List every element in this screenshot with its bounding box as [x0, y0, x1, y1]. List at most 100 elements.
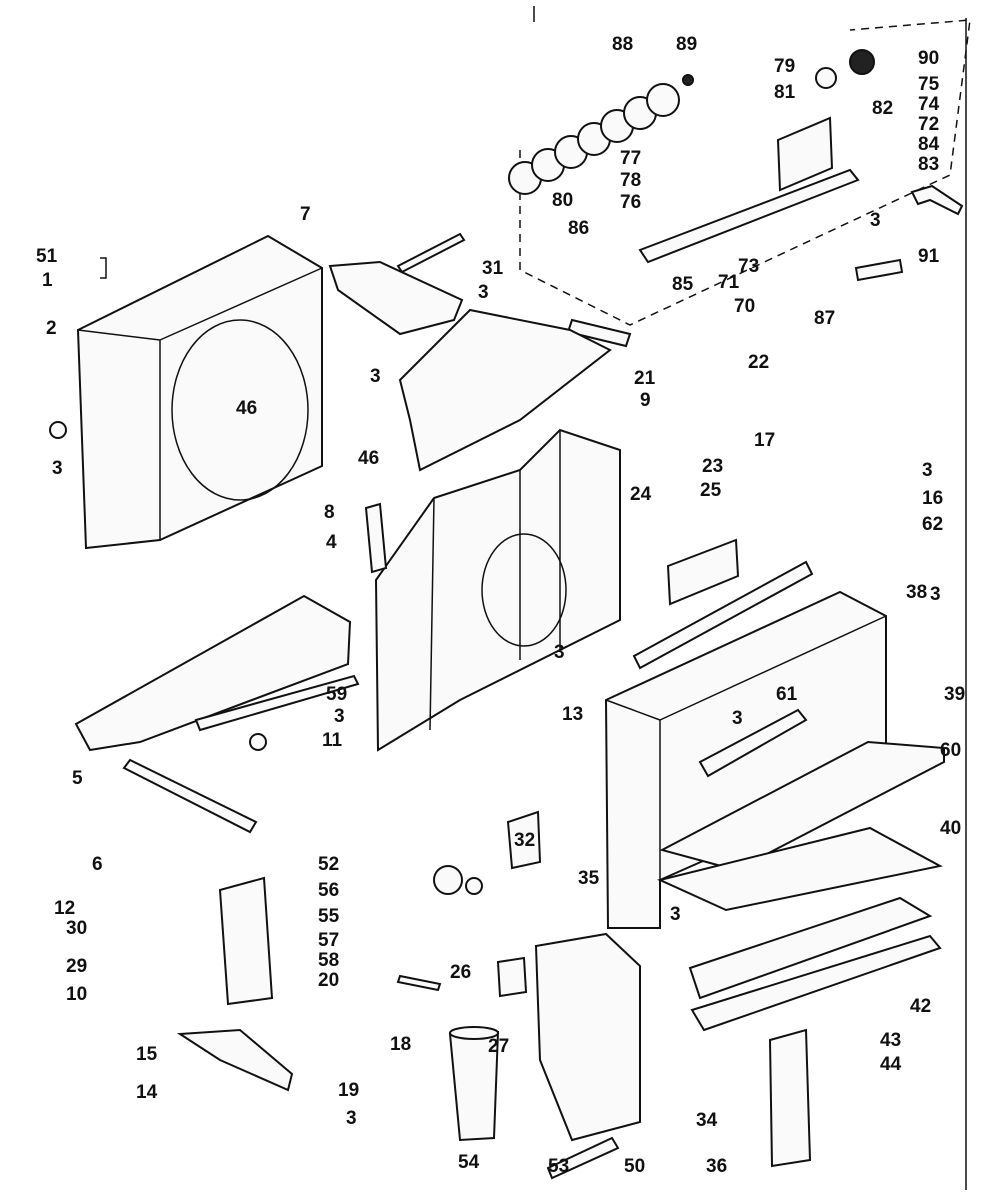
part-38-housing-group — [604, 538, 945, 1032]
part-number-label: 52 — [318, 854, 339, 875]
part-4-base-group — [74, 594, 542, 870]
part-number-label: 90 — [918, 48, 939, 69]
part-number-label: 2 — [46, 318, 57, 339]
part-number-label: 14 — [136, 1082, 158, 1103]
part-75-gear — [815, 67, 837, 89]
part-number-label: 9 — [640, 390, 651, 411]
part-54-strip — [546, 1136, 620, 1180]
part-40-panel — [656, 826, 943, 912]
part-number-label: 46 — [236, 398, 257, 419]
part-70-rail — [638, 168, 860, 264]
part-number-label: 62 — [922, 514, 943, 535]
part-number-label: 27 — [488, 1036, 509, 1057]
part-number-label: 85 — [672, 274, 694, 295]
top-assembly-outline — [519, 19, 971, 326]
part-number-label: 3 — [922, 460, 933, 481]
part-number-label: 17 — [754, 430, 775, 451]
part-number-label: 56 — [318, 880, 339, 901]
part-number-label: 4 — [326, 532, 337, 553]
part-15-bracket — [176, 1028, 294, 1092]
part-number-label: 3 — [478, 282, 489, 303]
part-number-label: 3 — [554, 642, 565, 663]
part-number-label: 54 — [458, 1152, 480, 1173]
top-assembly-group — [508, 19, 971, 326]
part-number-label: 31 — [482, 258, 504, 279]
part-31-rod — [396, 232, 466, 274]
part-number-label: 87 — [814, 308, 835, 329]
part-number-label: 25 — [700, 480, 722, 501]
part-91-lever — [910, 184, 964, 216]
part-number-label: 77 — [620, 148, 641, 169]
part-9-chassis-group — [364, 428, 621, 752]
part-number-label: 76 — [620, 192, 641, 213]
part-21-shroud — [398, 308, 612, 472]
part-number-label: 29 — [66, 956, 87, 977]
part-number-label: 58 — [318, 950, 339, 971]
part-number-label: 8 — [324, 502, 335, 523]
part-number-label: 18 — [390, 1034, 411, 1055]
part-number-label: 1 — [42, 270, 53, 291]
part-number-label: 3 — [52, 458, 63, 479]
lower-controls-group — [176, 865, 812, 1180]
part-30-grille — [218, 876, 274, 1006]
part-number-label: 38 — [906, 582, 927, 603]
part-number-label: 26 — [450, 962, 471, 983]
part-number-label: 39 — [944, 684, 965, 705]
part-number-label: 70 — [734, 296, 755, 317]
part-51-clip — [100, 257, 107, 279]
part-26-switch — [496, 956, 528, 998]
part-number-label: 19 — [338, 1080, 359, 1101]
part-2-screw — [49, 421, 67, 439]
part-number-label: 78 — [620, 170, 641, 191]
part-number-label: 88 — [612, 34, 633, 55]
part-number-label: 7 — [300, 204, 311, 225]
part-4-base-pan — [74, 594, 352, 752]
part-7-bracket — [328, 260, 464, 336]
part-number-label: 23 — [702, 456, 723, 477]
part-number-label: 82 — [872, 98, 893, 119]
part-90-knob — [849, 49, 875, 75]
part-number-label: 60 — [940, 740, 961, 761]
part-12-rod — [122, 758, 258, 834]
part-number-label: 50 — [624, 1156, 645, 1177]
part-number-label: 3 — [930, 584, 941, 605]
part-88-roller-chain — [508, 83, 680, 195]
part-number-label: 59 — [326, 684, 347, 705]
part-1-shell-group — [49, 234, 323, 550]
part-35-control-box — [534, 932, 641, 1142]
part-number-label: 71 — [718, 272, 740, 293]
part-number-label: 20 — [318, 970, 339, 991]
part-number-label: 89 — [676, 34, 697, 55]
part-59-strip — [194, 674, 360, 732]
part-60-panel — [690, 934, 942, 1032]
part-1-fan-opening — [171, 319, 309, 501]
part-number-label: 3 — [870, 210, 881, 231]
part-61-plate — [698, 708, 808, 778]
part-number-label: 91 — [918, 246, 940, 267]
part-number-label: 36 — [706, 1156, 727, 1177]
part-72-bracket — [776, 116, 834, 192]
part-number-label: 3 — [334, 706, 345, 727]
part-number-label: 74 — [918, 94, 940, 115]
part-number-label: 44 — [880, 1054, 902, 1075]
part-number-label: 3 — [732, 708, 743, 729]
part-8-gasket — [364, 502, 388, 574]
part-42-panel — [688, 896, 933, 1000]
part-55-hub — [465, 877, 483, 895]
part-number-label: 30 — [66, 918, 87, 939]
part-number-label: 3 — [346, 1108, 357, 1129]
part-9-chassis — [374, 428, 621, 752]
part-87-clip — [854, 258, 904, 282]
part-number-label: 46 — [358, 448, 379, 469]
part-number-label: 57 — [318, 930, 339, 951]
part-number-label: 21 — [634, 368, 656, 389]
part-20-strip — [396, 974, 442, 992]
part-number-label: 11 — [322, 730, 343, 751]
part-number-label: 12 — [54, 898, 75, 919]
upper-brackets-group — [328, 232, 632, 472]
part-22-rod — [566, 318, 632, 348]
part-13-clip — [506, 810, 542, 870]
part-number-label: 3 — [370, 366, 381, 387]
part-number-label: 53 — [548, 1156, 569, 1177]
part-number-label: 3 — [670, 904, 681, 925]
